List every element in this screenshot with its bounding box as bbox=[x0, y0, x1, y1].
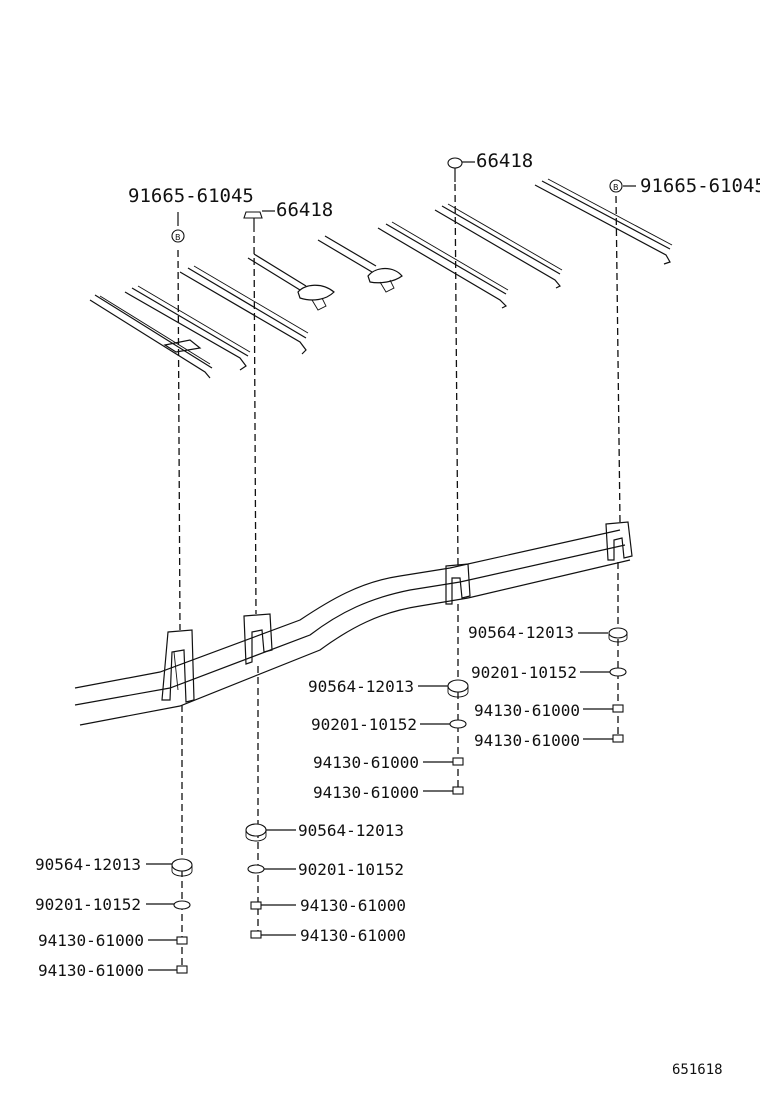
mount-d-nut-2 bbox=[612, 734, 624, 743]
mount-a-nut-1-label: 94130-61000 bbox=[38, 931, 144, 950]
mount-d-cushion-label: 90564-12013 bbox=[468, 623, 574, 642]
bolt-left-part bbox=[171, 229, 185, 243]
mount-b-cushion bbox=[245, 823, 267, 837]
mount-c-nut-1-label: 94130-61000 bbox=[313, 753, 419, 772]
callout-clip-left: 66418 bbox=[243, 199, 333, 232]
bracket-a bbox=[161, 629, 195, 703]
mount-b-washer bbox=[247, 864, 265, 874]
mount-d-stack: 90564-12013 90201-10152 94130-61000 9413… bbox=[468, 623, 628, 750]
cross-member-6 bbox=[377, 221, 509, 309]
mount-a-stack: 90564-12013 90201-10152 94130-61000 9413… bbox=[35, 855, 193, 980]
svg-text:B: B bbox=[613, 183, 619, 192]
bracket-d bbox=[605, 521, 633, 561]
callout-bolt-right: 91665-61045 B bbox=[609, 175, 760, 197]
mount-a-nut-2-label: 94130-61000 bbox=[38, 961, 144, 980]
mount-b-nut-1 bbox=[250, 901, 262, 910]
mount-c-stack: 90564-12013 90201-10152 94130-61000 9413… bbox=[308, 677, 469, 802]
bolt-left-label: 91665-61045 bbox=[128, 185, 254, 207]
mount-c-nut-2 bbox=[452, 786, 464, 795]
diagram-id: 651618 bbox=[672, 1062, 723, 1078]
mount-b-nut-2-label: 94130-61000 bbox=[300, 926, 406, 945]
mount-c-cushion bbox=[447, 679, 469, 693]
mount-a-nut-1 bbox=[176, 936, 188, 945]
mount-a-washer bbox=[173, 900, 191, 910]
mount-b-washer-label: 90201-10152 bbox=[298, 860, 404, 879]
bolt-right-label: 91665-61045 bbox=[640, 175, 760, 197]
mount-d-cushion bbox=[608, 627, 628, 639]
mount-c-cushion-label: 90564-12013 bbox=[308, 677, 414, 696]
mount-b-nut-1-label: 94130-61000 bbox=[300, 896, 406, 915]
clip-left-part bbox=[243, 211, 263, 219]
mount-c-washer bbox=[449, 719, 467, 729]
mount-d-nut-1 bbox=[612, 704, 624, 713]
mount-a-cushion-label: 90564-12013 bbox=[35, 855, 141, 874]
clip-left-label: 66418 bbox=[276, 199, 333, 221]
mount-c-washer-label: 90201-10152 bbox=[311, 715, 417, 734]
cross-member-4 bbox=[247, 253, 335, 311]
mount-c-nut-2-label: 94130-61000 bbox=[313, 783, 419, 802]
cross-member-7 bbox=[434, 203, 563, 289]
cross-member-1 bbox=[89, 294, 213, 379]
mount-c-nut-1 bbox=[452, 757, 464, 766]
callout-bolt-left: 91665-61045 B bbox=[128, 185, 254, 243]
mount-b-nut-2 bbox=[250, 930, 262, 939]
mount-a-nut-2 bbox=[176, 965, 188, 974]
mount-b-stack: 90564-12013 90201-10152 94130-61000 9413… bbox=[245, 821, 406, 945]
mount-d-washer bbox=[609, 667, 627, 677]
mount-d-nut-2-label: 94130-61000 bbox=[474, 731, 580, 750]
mount-a-cushion bbox=[171, 858, 193, 872]
mount-d-nut-1-label: 94130-61000 bbox=[474, 701, 580, 720]
bracket-c bbox=[445, 563, 471, 605]
cross-member-3 bbox=[179, 265, 309, 355]
bolt-right-part bbox=[609, 179, 623, 193]
clip-right-label: 66418 bbox=[476, 150, 533, 172]
mount-a-washer-label: 90201-10152 bbox=[35, 895, 141, 914]
mount-d-washer-label: 90201-10152 bbox=[471, 663, 577, 682]
callout-clip-right: 66418 bbox=[447, 150, 533, 182]
floor-cross-members bbox=[89, 178, 673, 379]
bracket-b bbox=[243, 613, 273, 665]
cross-member-8 bbox=[534, 178, 673, 265]
cross-member-5 bbox=[317, 235, 403, 293]
cross-member-2 bbox=[124, 285, 251, 371]
svg-text:B: B bbox=[175, 233, 181, 242]
frame-rail bbox=[74, 521, 633, 726]
clip-right-part bbox=[447, 157, 463, 169]
mount-b-cushion-label: 90564-12013 bbox=[298, 821, 404, 840]
